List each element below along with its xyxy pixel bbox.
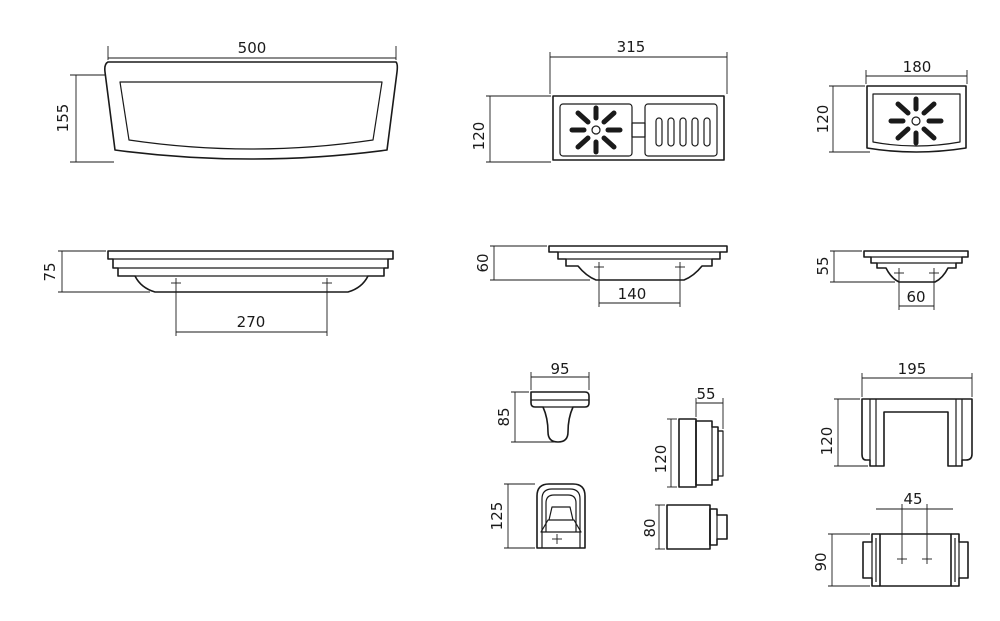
shelf-mount-label: 270	[237, 313, 266, 331]
soap-width-label: 315	[617, 38, 646, 56]
soap-dish-front-view: 60 140	[474, 245, 728, 307]
hook-top-view: 80	[641, 504, 728, 550]
small-mount-label: 60	[906, 288, 925, 306]
bracket-width-label: 95	[550, 360, 569, 378]
holder-depth-label: 90	[812, 552, 830, 571]
holder-front-view: 195 120	[818, 360, 973, 467]
shelf-height-label: 75	[41, 262, 59, 281]
soap-height-label: 60	[474, 253, 492, 272]
holder-top-view: 45 90	[812, 490, 969, 587]
holder-mount-label: 45	[903, 490, 922, 508]
bracket-side-view: 95 85	[495, 360, 590, 443]
hook-height-label: 120	[652, 445, 670, 474]
soap-mount-label: 140	[618, 285, 647, 303]
bracket-front-height-label: 125	[488, 502, 506, 531]
bracket-front-view: 125	[488, 483, 586, 549]
hook-side-view: 55 120	[652, 385, 724, 488]
small-dish-top-view: 180 120	[814, 58, 968, 153]
hook-depth-label: 55	[696, 385, 715, 403]
shelf-width-label: 500	[238, 39, 267, 57]
shelf-depth-label: 155	[54, 104, 72, 133]
soap-depth-label: 120	[470, 122, 488, 151]
small-dish-front-view: 55 60	[814, 250, 969, 310]
hook-top-label: 80	[641, 518, 659, 537]
shelf-top-view: 500 155	[54, 39, 399, 163]
small-width-label: 180	[903, 58, 932, 76]
bracket-height-label: 85	[495, 407, 513, 426]
small-depth-label: 120	[814, 105, 832, 134]
holder-width-label: 195	[898, 360, 927, 378]
soap-dish-top-view: 315 120	[470, 38, 728, 163]
holder-height-label: 120	[818, 427, 836, 456]
shelf-front-view: 75 270	[41, 250, 394, 336]
small-height-label: 55	[814, 256, 832, 275]
